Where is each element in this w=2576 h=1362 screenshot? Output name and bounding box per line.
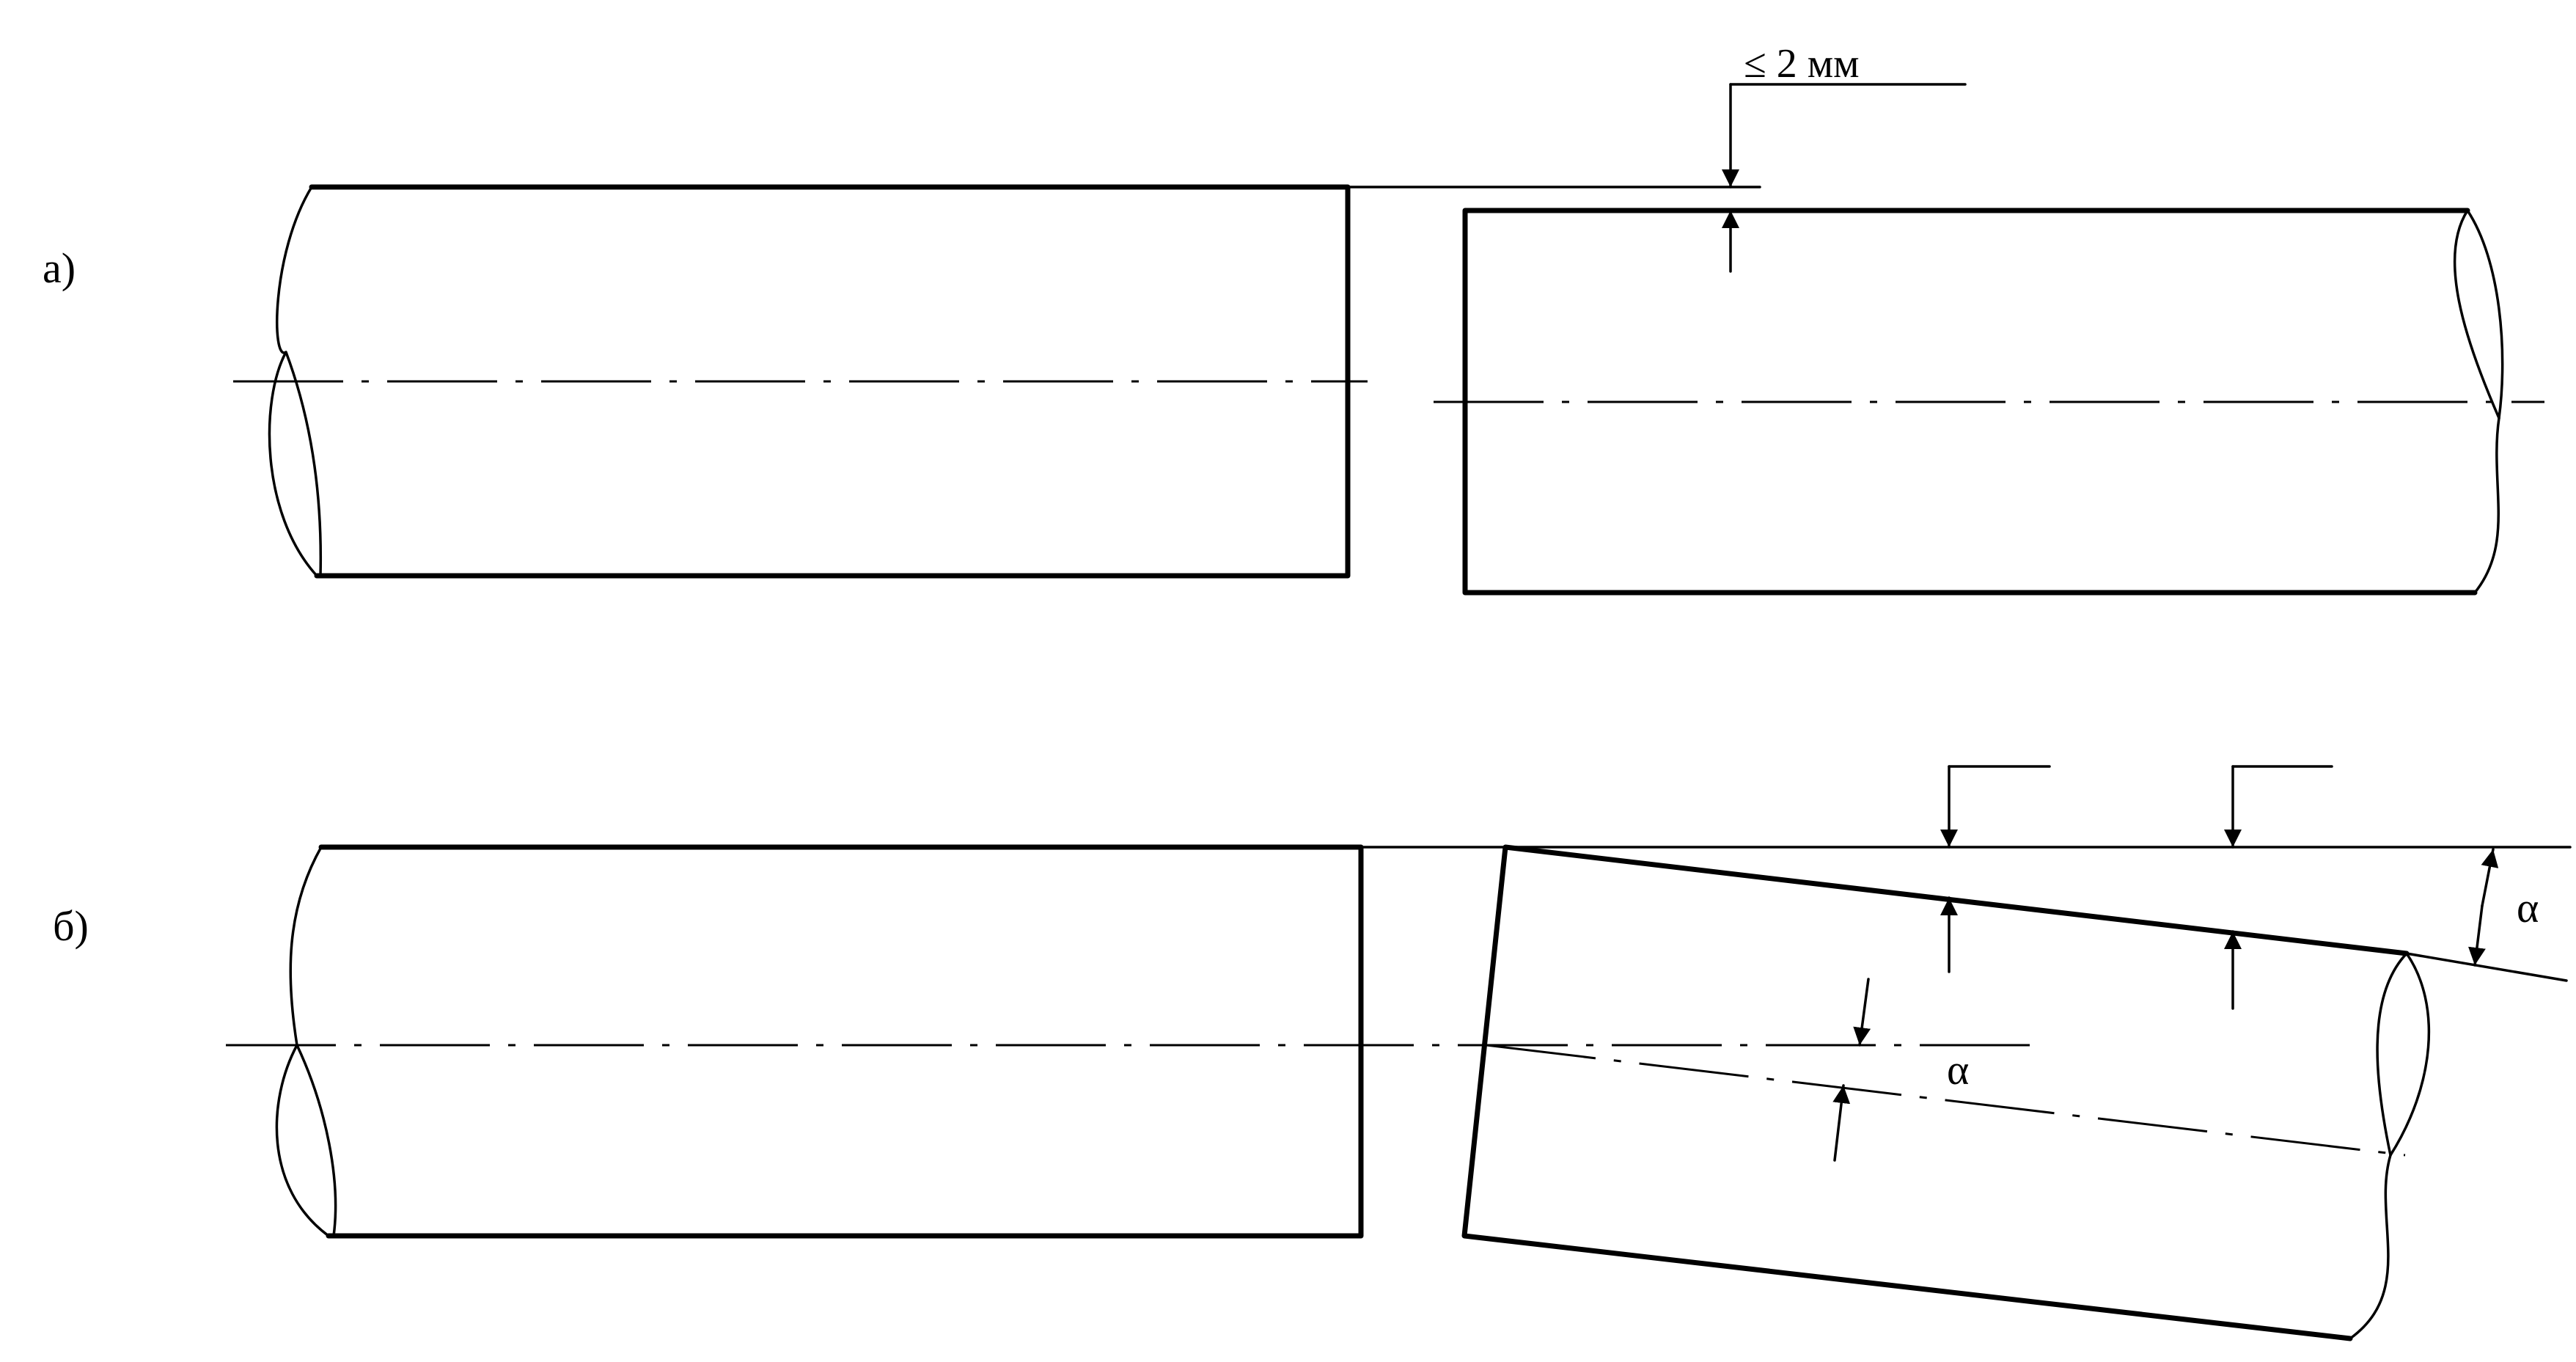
axis-angle-arrow-down	[1853, 978, 1871, 1047]
offset-dimension-a: ≤ 2 мм	[1346, 41, 1967, 273]
panel-a-label: а)	[43, 244, 76, 292]
axis-angle-arrow-up	[1832, 1084, 1851, 1162]
angle-dimension-top: α	[1359, 846, 2572, 982]
gap-measurement-2	[2224, 765, 2333, 1010]
angle-arrow-up	[2481, 848, 2499, 907]
panel-b-label: б)	[53, 902, 89, 950]
offset-dimension-label: ≤ 2 мм	[1744, 41, 1860, 87]
gap-measurement-1	[1940, 765, 2051, 973]
angle-arrow-down	[2468, 904, 2486, 967]
angle-label-right: α	[2517, 884, 2539, 931]
angle-dimension-axis: α	[1832, 978, 1969, 1162]
panel-b: б) α	[53, 765, 2572, 1341]
angle-label-axis: α	[1947, 1046, 1969, 1094]
panel-a: а) ≤ 2 мм	[43, 41, 2544, 596]
break-line-left-b	[275, 846, 330, 1237]
centerline-right-b	[1486, 1044, 2406, 1157]
left-shaft-b	[275, 844, 1364, 1239]
extension-line-tilted	[2405, 952, 2568, 982]
break-line-right-a	[2466, 209, 2504, 594]
